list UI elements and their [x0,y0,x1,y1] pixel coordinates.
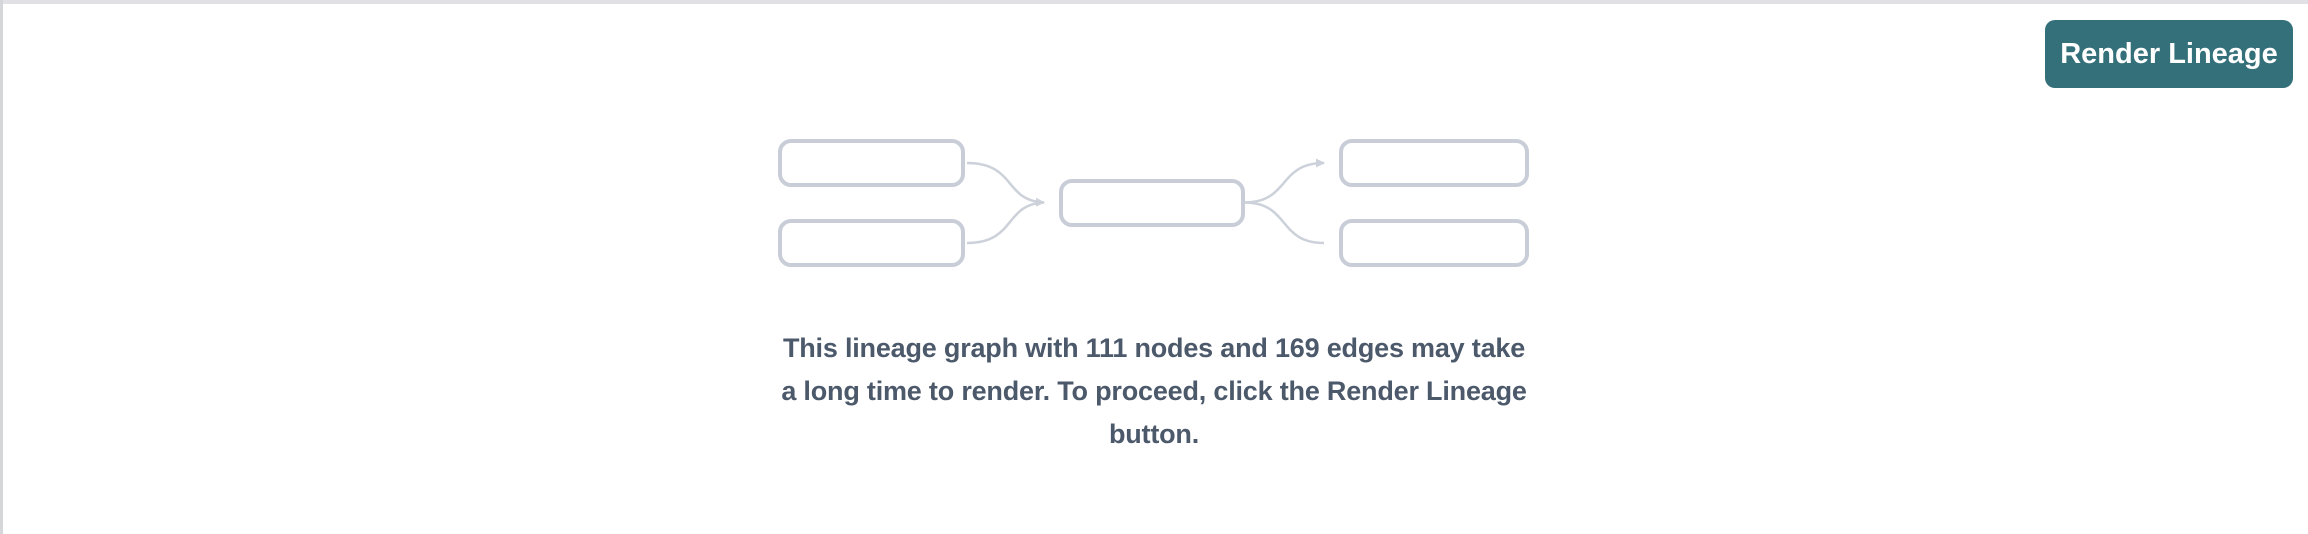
render-warning-message: This lineage graph with 111 nodes and 16… [781,327,1527,456]
placeholder-edge [1244,201,1325,245]
warning-message-line: a long time to render. To proceed, click… [781,376,1527,406]
warning-message-line: This lineage graph with 111 nodes and 16… [782,333,1526,363]
placeholder-node [1059,179,1245,227]
placeholder-node [778,139,965,187]
lineage-placeholder-graphic [778,139,1529,267]
render-lineage-button[interactable]: Render Lineage [2045,20,2293,88]
pane-top-border [0,0,2308,4]
placeholder-edge [966,161,1045,207]
placeholder-edge [1244,158,1325,204]
placeholder-edge [966,201,1045,245]
placeholder-node [1339,219,1529,267]
placeholder-node [778,219,965,267]
pane-left-divider [0,0,3,534]
warning-message-line: button. [1108,419,1200,449]
placeholder-node [1339,139,1529,187]
lineage-empty-state: This lineage graph with 111 nodes and 16… [778,139,1530,456]
